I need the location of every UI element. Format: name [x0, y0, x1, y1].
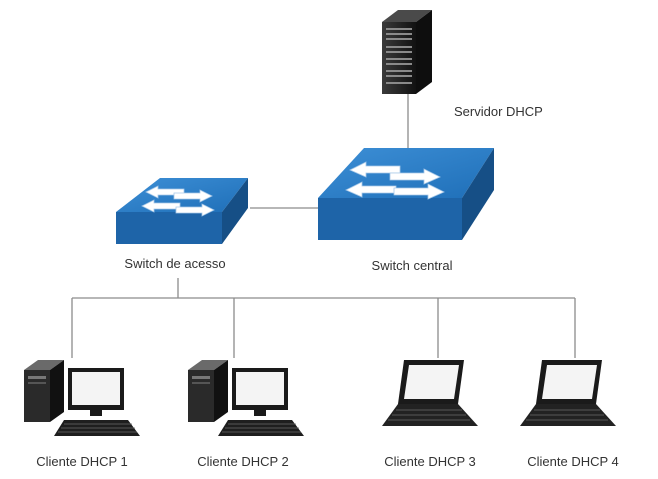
desktop-computer-icon [24, 360, 140, 436]
client-1-label: Cliente DHCP 1 [36, 454, 128, 469]
core-switch-icon [318, 148, 494, 240]
desktop-computer-icon [188, 360, 304, 436]
core-switch-label: Switch central [371, 258, 453, 273]
server-label: Servidor DHCP [454, 104, 543, 119]
access-switch-label: Switch de acesso [124, 256, 226, 271]
laptop-icon [520, 360, 616, 426]
client-3-label: Cliente DHCP 3 [384, 454, 476, 469]
laptop-icon [382, 360, 478, 426]
client-2-label: Cliente DHCP 2 [197, 454, 289, 469]
server-tower-icon [382, 10, 432, 94]
access-switch-icon [116, 178, 248, 244]
connection-links [71, 92, 576, 358]
client-4-label: Cliente DHCP 4 [527, 454, 619, 469]
